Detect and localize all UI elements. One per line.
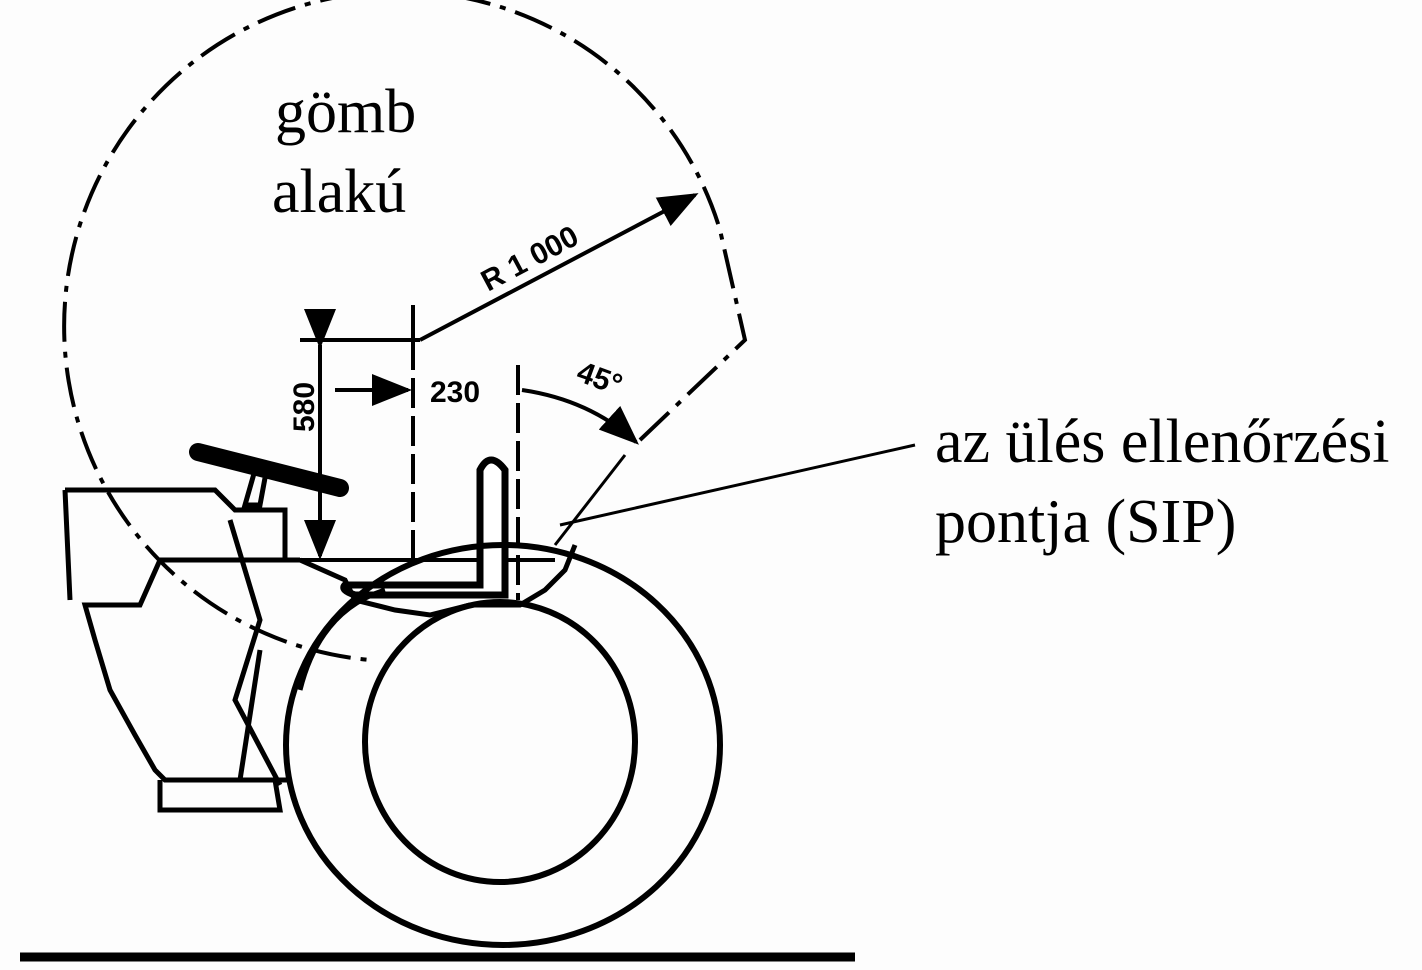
- seat: [340, 456, 509, 599]
- radius-line: [419, 193, 699, 342]
- sip-label-line2: pontja (SIP): [935, 488, 1236, 556]
- frame-strut: [237, 649, 263, 781]
- angle-line: [553, 454, 627, 546]
- tractor-body: [62, 487, 578, 787]
- fender: [297, 587, 386, 691]
- radius-label: R 1 000: [476, 220, 584, 298]
- height-label: 580: [288, 382, 321, 432]
- step: [157, 779, 283, 813]
- rear-tire-outer: [283, 542, 723, 948]
- sphere-label-line2: alakú: [272, 158, 406, 226]
- steering-column: [241, 469, 268, 508]
- sip-leader-line: [559, 443, 916, 527]
- sip-label-line1: az ülés ellenőrzési: [935, 408, 1389, 476]
- steering-wheel: [189, 443, 349, 497]
- angle-arc: [521, 388, 639, 445]
- sphere-label-line1: gömb: [275, 78, 416, 146]
- angle-label: 45°: [573, 356, 627, 403]
- rear-wheel-rim: [362, 599, 638, 885]
- offset-label: 230: [430, 376, 480, 409]
